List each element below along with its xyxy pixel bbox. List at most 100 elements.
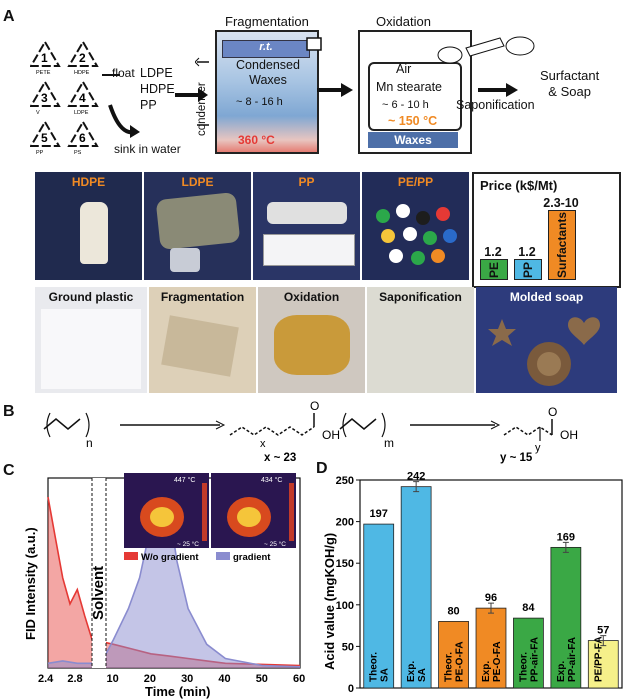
- error-bar-5: [562, 541, 569, 553]
- bar-label-0: Theor.: [369, 652, 380, 682]
- panel-d-letter: D: [316, 460, 328, 477]
- panel-b-letter: B: [3, 403, 15, 420]
- carbonyl-o-left: O: [310, 399, 319, 413]
- bar-label-1: Exp.: [406, 661, 417, 682]
- legend-swatch-0: [124, 552, 138, 560]
- oxidation-waxes-label: Waxes: [394, 133, 432, 147]
- error-bar-3: [488, 602, 494, 614]
- float-item: PP: [140, 98, 157, 112]
- bar-label-4: PP-air-FA: [529, 637, 540, 682]
- photo-molded-soap: Molded soap: [476, 287, 617, 393]
- bottle-caps-shape: [376, 204, 457, 265]
- photo-pe-pp: PE/PP: [362, 172, 469, 280]
- recycle-3-icon: 3V: [30, 80, 61, 116]
- x-tick: 2.4: [38, 673, 54, 685]
- note-right: y ~ 15: [500, 452, 533, 464]
- inset-temp-top: 434 °C: [261, 476, 282, 484]
- bar-label-3: Exp.: [481, 661, 492, 682]
- oxidation-time: ~ 6 - 10 h: [382, 99, 429, 111]
- y-axis-label: Acid value (mgKOH/g): [322, 533, 337, 670]
- thermal-colorbar: [202, 483, 207, 541]
- panel-a-letter: A: [3, 8, 15, 25]
- thermal-insets: 447 °C ~ 25 °C 434 °C ~ 25 °C: [124, 473, 296, 548]
- catalyst-label: Mn stearate: [376, 80, 443, 94]
- inset-temp-bottom: ~ 25 °C: [264, 540, 286, 548]
- x-tick: 60: [293, 673, 305, 685]
- oxidation-title: Oxidation: [376, 14, 431, 29]
- photo-label: Saponification: [379, 290, 462, 304]
- recycle-label: PETE: [36, 70, 51, 76]
- acid-oh-left: OH: [322, 428, 340, 442]
- bar-4: [513, 617, 544, 689]
- fragmentation-time: ~ 8 - 16 h: [236, 96, 283, 108]
- reaction-scheme: n x O OH x ~ 23 m y O OH y ~ 15: [43, 399, 578, 464]
- photo-fragmentation: Fragmentation: [149, 287, 256, 393]
- photo-ground-plastic: Ground plastic: [35, 287, 147, 393]
- x-tick: 2.8: [67, 673, 82, 685]
- photo-hdpe: HDPE: [35, 172, 142, 280]
- y-axis-label: FID Intensity (a.u.): [23, 527, 38, 640]
- pp-caps-shape: [267, 202, 347, 224]
- recycle-5-icon: 5PP: [30, 120, 61, 155]
- ldpe-bag-shape: [155, 191, 241, 251]
- recycle-number: 4: [79, 91, 86, 105]
- price-value-label: 1.2: [518, 245, 536, 259]
- recycle-number: 6: [79, 131, 86, 145]
- price-value-label: 1.2: [484, 245, 502, 259]
- axis-break-lines: [91, 478, 107, 668]
- inset-temp-top: 447 °C: [174, 476, 195, 484]
- price-title: Price (k$/Mt): [480, 178, 558, 193]
- molded-soap-shapes: [488, 317, 600, 386]
- recycle-label: PP: [36, 150, 44, 155]
- ldpe-film-shape: [170, 248, 200, 272]
- recycle-label: PS: [74, 150, 82, 155]
- fragmentation-temp: 360 °C: [238, 133, 275, 147]
- price-bar-surfactants: Surfactants: [548, 210, 576, 280]
- recycle-6-icon: 6PS: [67, 120, 99, 155]
- ground-plastic-shape: [41, 309, 141, 389]
- wax-flakes-shape: [161, 315, 239, 377]
- float-label: float: [112, 66, 135, 80]
- x-axis-label: Time (min): [145, 684, 211, 699]
- sub-y: y: [535, 442, 541, 454]
- note-left: x ~ 23: [264, 452, 296, 464]
- bar-2: [438, 621, 469, 689]
- bottle-shape: [80, 202, 108, 264]
- price-bar-label: Surfactants: [555, 211, 569, 279]
- price-bar-label: PP: [521, 261, 535, 278]
- oxidation-vessel: [368, 62, 462, 131]
- photo-label: PP: [298, 175, 315, 189]
- price-bar-pe: PE: [480, 259, 508, 280]
- value-label-0: 197: [370, 508, 388, 520]
- bar-6: [587, 640, 619, 689]
- recycle-number: 5: [41, 131, 48, 145]
- float-item: HDPE: [140, 82, 175, 96]
- acid-oh-right: OH: [560, 428, 578, 442]
- product-label: Surfactant & Soap: [540, 68, 600, 99]
- oxidation-waxes-band: Waxes: [368, 132, 458, 148]
- bar-label-3: PE-O-FA: [492, 641, 503, 682]
- value-label-4: 84: [522, 602, 535, 614]
- legend-label-1: gradient: [233, 552, 271, 563]
- recycle-label: LDPE: [74, 110, 89, 116]
- x-tick: 10: [106, 673, 118, 685]
- photo-saponification: Saponification: [367, 287, 474, 393]
- recycle-number: 3: [41, 91, 48, 105]
- x-tick: 30: [181, 673, 193, 685]
- bar-0: [363, 523, 395, 689]
- inset-temp-bottom: ~ 25 °C: [177, 540, 199, 548]
- legend-label-0: W/o gradient: [141, 552, 199, 563]
- solvent-label: Solvent: [90, 566, 107, 620]
- thermal-colorbar: [289, 483, 294, 541]
- bar-label-1: SA: [417, 668, 428, 682]
- sink-label: sink in water: [114, 142, 181, 156]
- photo-label: Fragmentation: [160, 290, 245, 304]
- y-tick: 250: [336, 475, 354, 487]
- price-bar-pp: PP: [514, 259, 542, 280]
- x-tick: 40: [218, 673, 230, 685]
- photo-oxidation: Oxidation: [258, 287, 365, 393]
- photo-label: Molded soap: [509, 290, 584, 304]
